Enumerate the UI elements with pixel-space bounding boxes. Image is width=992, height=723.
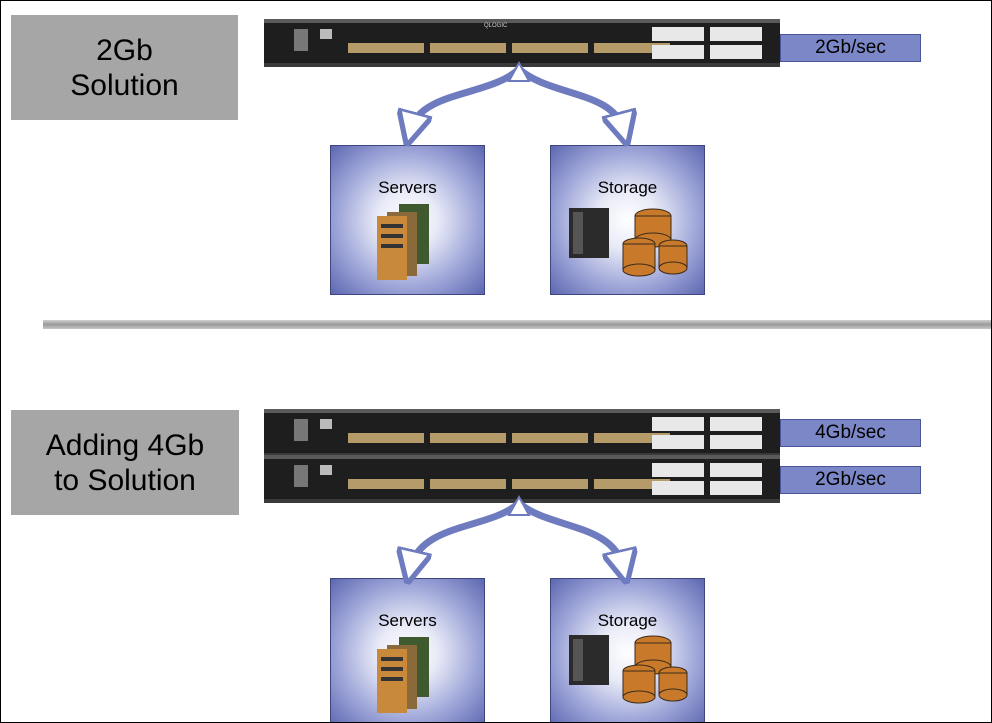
servers-label-2: Servers [378,611,437,630]
rate-badge-2gb-lower: 2Gb/sec [780,466,921,494]
arrow-head-switch-2 [507,494,531,516]
storage-label-2: Storage [597,611,658,630]
arrow-to-servers-2 [411,499,523,567]
rate-badge-2gb: 2Gb/sec [780,34,921,62]
storage-node: Storage [550,145,705,295]
servers-label: Servers [378,178,437,197]
arrow-to-storage [515,65,623,129]
server-icon [377,637,429,713]
server-icon [377,204,429,280]
fibre-channel-switch: QLOGIC [264,19,780,67]
section-title-4gb: Adding 4Gb to Solution [11,410,239,515]
arrow-to-storage-2 [515,499,623,567]
servers-node: Servers [330,145,485,295]
servers-node-2: Servers [330,578,485,722]
section-title-2gb: 2Gb Solution [11,15,238,120]
storage-icon [569,208,688,277]
arrow-to-servers [411,65,523,129]
fibre-channel-switch-2gb [264,455,780,503]
storage-label: Storage [597,178,658,197]
svg-text:QLOGIC: QLOGIC [484,23,508,29]
section-divider [43,320,991,329]
storage-icon [569,635,688,704]
rate-badge-4gb: 4Gb/sec [780,419,921,447]
storage-node-2: Storage [550,578,705,722]
arrow-head-switch [507,60,531,82]
